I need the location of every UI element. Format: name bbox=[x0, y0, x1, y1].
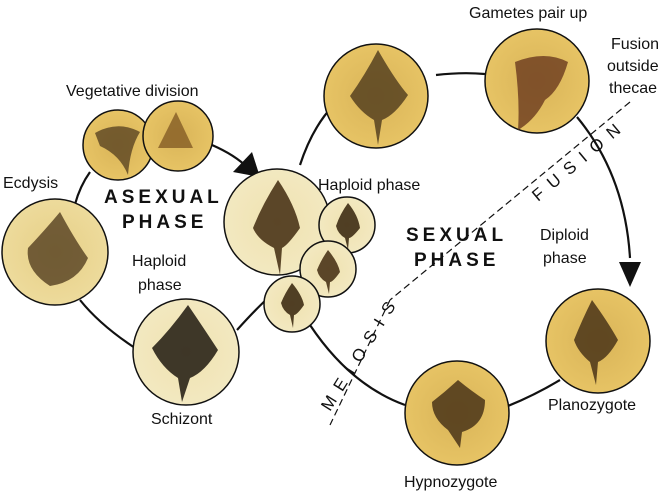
micrograph-vegetative-division-1 bbox=[82, 109, 154, 181]
cell-silhouette bbox=[158, 112, 193, 148]
micrograph-haploid-small-2 bbox=[299, 240, 357, 298]
label-sexual-phase-line2: PHASE bbox=[414, 250, 499, 271]
label-asexual-phase-line1: ASEXUAL bbox=[104, 187, 223, 208]
cell-silhouette bbox=[95, 126, 140, 175]
cell-silhouette bbox=[317, 250, 340, 294]
label-fusion-outside-line2: outside bbox=[607, 58, 659, 75]
label-hypnozygote: Hypnozygote bbox=[404, 474, 497, 491]
micrograph-haploid-top bbox=[323, 43, 429, 149]
cell-silhouette bbox=[432, 380, 485, 448]
label-fusion-outside-line1: Fusion bbox=[611, 36, 659, 53]
label-haploid-phase-left-line1: Haploid bbox=[132, 253, 186, 270]
label-diploid-phase-line2: phase bbox=[543, 250, 587, 267]
label-sexual-phase-line1: SEXUAL bbox=[406, 225, 507, 246]
cell-silhouette bbox=[281, 283, 304, 328]
arrowhead-sexual bbox=[619, 262, 641, 287]
sexual-right-arc bbox=[576, 116, 632, 259]
arrowhead-asexual bbox=[233, 152, 260, 177]
cell-silhouette bbox=[152, 305, 218, 402]
label-haploid-phase-left-line2: phase bbox=[138, 277, 182, 294]
micrograph-hypnozygote bbox=[404, 360, 510, 466]
micrograph-schizont bbox=[132, 298, 240, 406]
label-haploid-phase-center: Haploid phase bbox=[318, 177, 420, 194]
label-vegetative-division: Vegetative division bbox=[66, 83, 199, 100]
micrograph-planozygote bbox=[545, 288, 651, 394]
micrograph-haploid-small-3 bbox=[263, 275, 321, 333]
label-schizont: Schizont bbox=[151, 411, 213, 428]
cycle-connectors bbox=[68, 72, 632, 408]
label-asexual-phase-line2: PHASE bbox=[122, 212, 207, 233]
cell-silhouette bbox=[574, 300, 618, 385]
label-planozygote: Planozygote bbox=[548, 397, 636, 414]
micrograph-gametes-pair-up bbox=[484, 28, 590, 134]
cell-silhouette bbox=[336, 203, 360, 250]
micrograph-ecdysis bbox=[1, 198, 109, 306]
micrograph-vegetative-division-2 bbox=[142, 100, 214, 172]
fusion-dashed-line bbox=[389, 101, 631, 301]
label-diploid-phase-line1: Diploid bbox=[540, 227, 589, 244]
cell-silhouette bbox=[253, 180, 300, 275]
label-gametes-pair-up: Gametes pair up bbox=[469, 5, 587, 22]
cell-silhouette bbox=[350, 50, 408, 145]
meiosis-dashed-line bbox=[329, 299, 391, 426]
label-ecdysis: Ecdysis bbox=[3, 175, 58, 192]
cell-silhouette bbox=[515, 56, 568, 130]
cell-silhouette bbox=[27, 212, 88, 286]
label-fusion-outside-line3: thecae bbox=[609, 80, 657, 97]
